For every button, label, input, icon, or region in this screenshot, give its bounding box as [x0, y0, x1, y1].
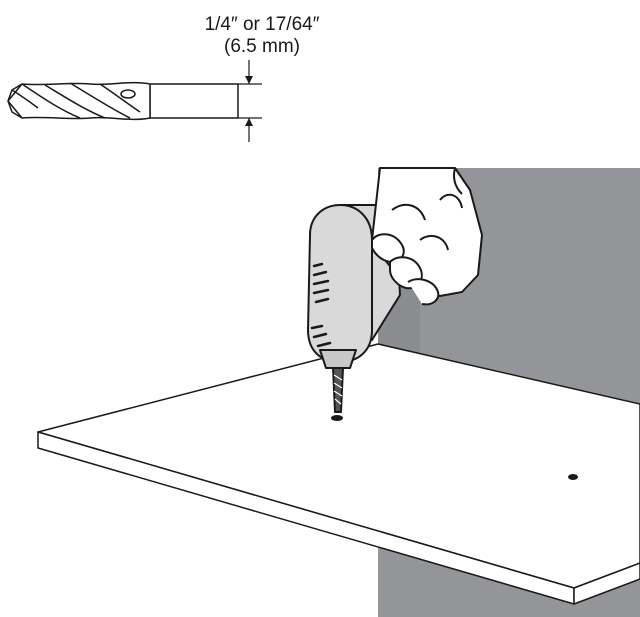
drill-bit-size-label: 1/4″ or 17/64″ — [204, 14, 320, 35]
dimension-marker — [238, 60, 262, 142]
drilling-hole — [331, 415, 343, 421]
drilled-hole — [568, 474, 578, 480]
hand-icon — [371, 167, 483, 306]
power-drill-icon — [307, 204, 401, 413]
drill-bit-metric-label: (6.5 mm) — [224, 36, 300, 57]
shelf-board-right-edge — [573, 562, 640, 605]
drill-bit-icon — [7, 81, 239, 121]
